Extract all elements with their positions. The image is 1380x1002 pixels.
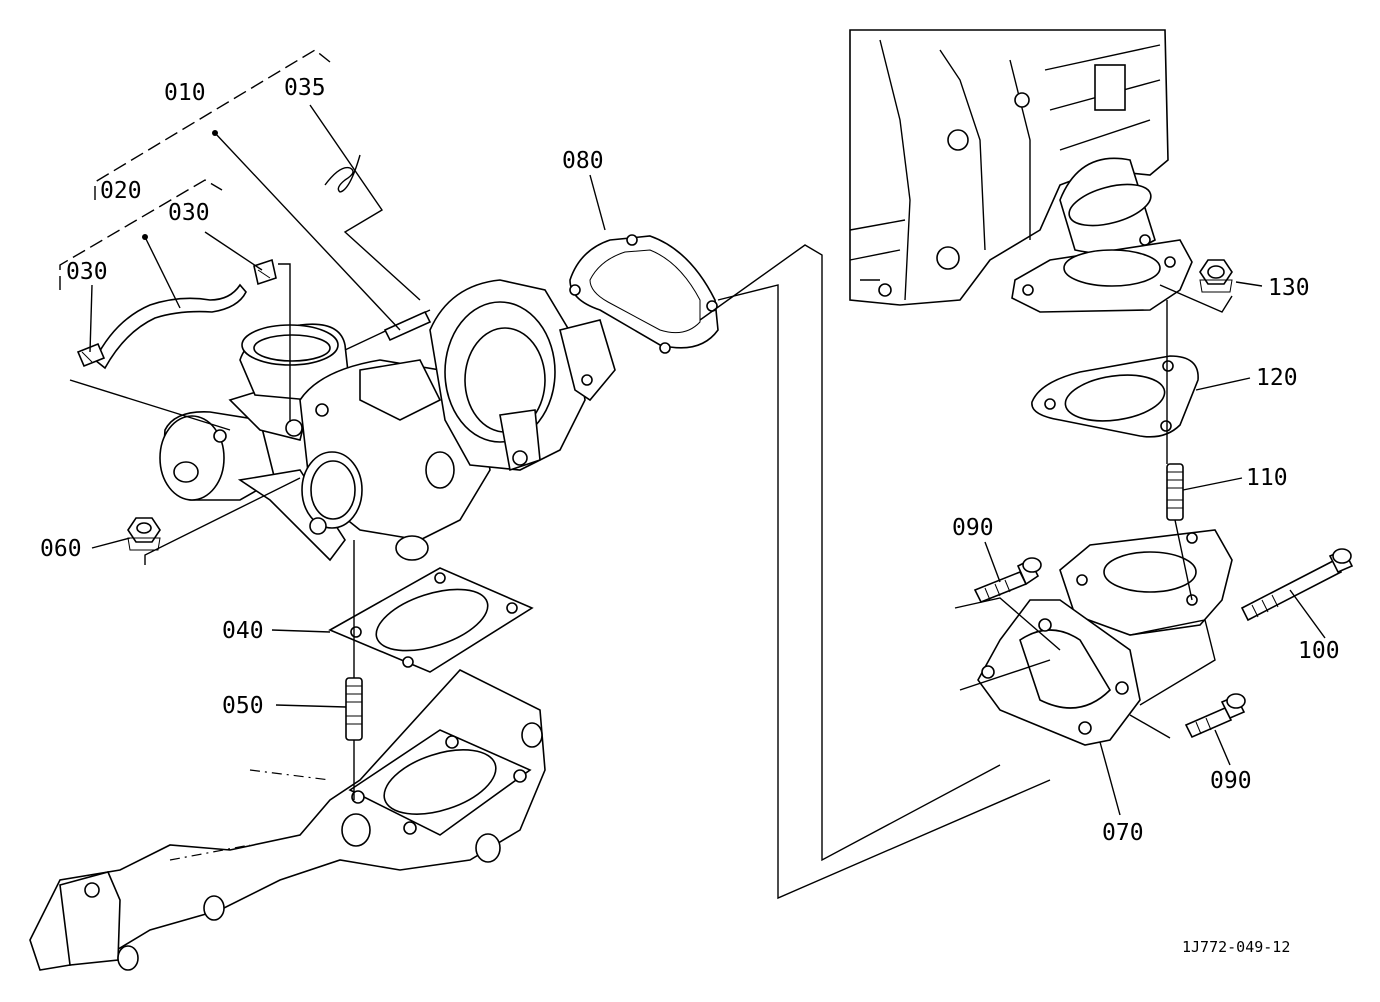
callout-050: 050 <box>222 693 264 719</box>
callout-100: 100 <box>1298 638 1340 664</box>
hose-020 <box>93 283 247 370</box>
callout-030-upper: 030 <box>168 200 210 226</box>
hose-clip-030-right <box>253 258 277 286</box>
callout-040: 040 <box>222 618 264 644</box>
callout-130: 130 <box>1268 275 1310 301</box>
leader-lines <box>59 49 1326 900</box>
callout-035: 035 <box>284 75 326 101</box>
callout-090-upper: 090 <box>952 515 994 541</box>
callout-090-lower: 090 <box>1210 768 1252 794</box>
clip-035 <box>324 154 361 193</box>
turbocharger-assembly-010 <box>159 279 616 562</box>
bolt-090-upper <box>973 557 1042 604</box>
callout-020: 020 <box>100 178 142 204</box>
flange-nut-130 <box>1199 259 1233 293</box>
exhaust-adapter-070 <box>977 529 1233 746</box>
bolt-090-lower <box>1184 693 1246 739</box>
exhaust-outlet-flange <box>1011 157 1193 313</box>
stud-050 <box>345 677 363 741</box>
exhaust-manifold <box>29 669 546 971</box>
engine-block-outline <box>849 29 1169 306</box>
callout-labels: 010 035 020 030 030 060 040 050 080 130 … <box>40 75 1340 956</box>
gasket-040 <box>328 567 534 673</box>
callout-060: 060 <box>40 536 82 562</box>
callout-110: 110 <box>1246 465 1288 491</box>
stud-110 <box>1166 463 1184 521</box>
bolt-100 <box>1240 548 1354 622</box>
nut-060 <box>127 517 161 551</box>
hose-clip-030-left <box>76 342 106 368</box>
callout-030-left: 030 <box>66 259 108 285</box>
callout-120: 120 <box>1256 365 1298 391</box>
drawing-code: 1J772-049-12 <box>1182 938 1290 956</box>
gasket-120 <box>1031 355 1199 438</box>
callout-070: 070 <box>1102 820 1144 846</box>
callout-080: 080 <box>562 148 604 174</box>
gasket-080 <box>569 234 719 354</box>
callout-010: 010 <box>164 80 206 106</box>
